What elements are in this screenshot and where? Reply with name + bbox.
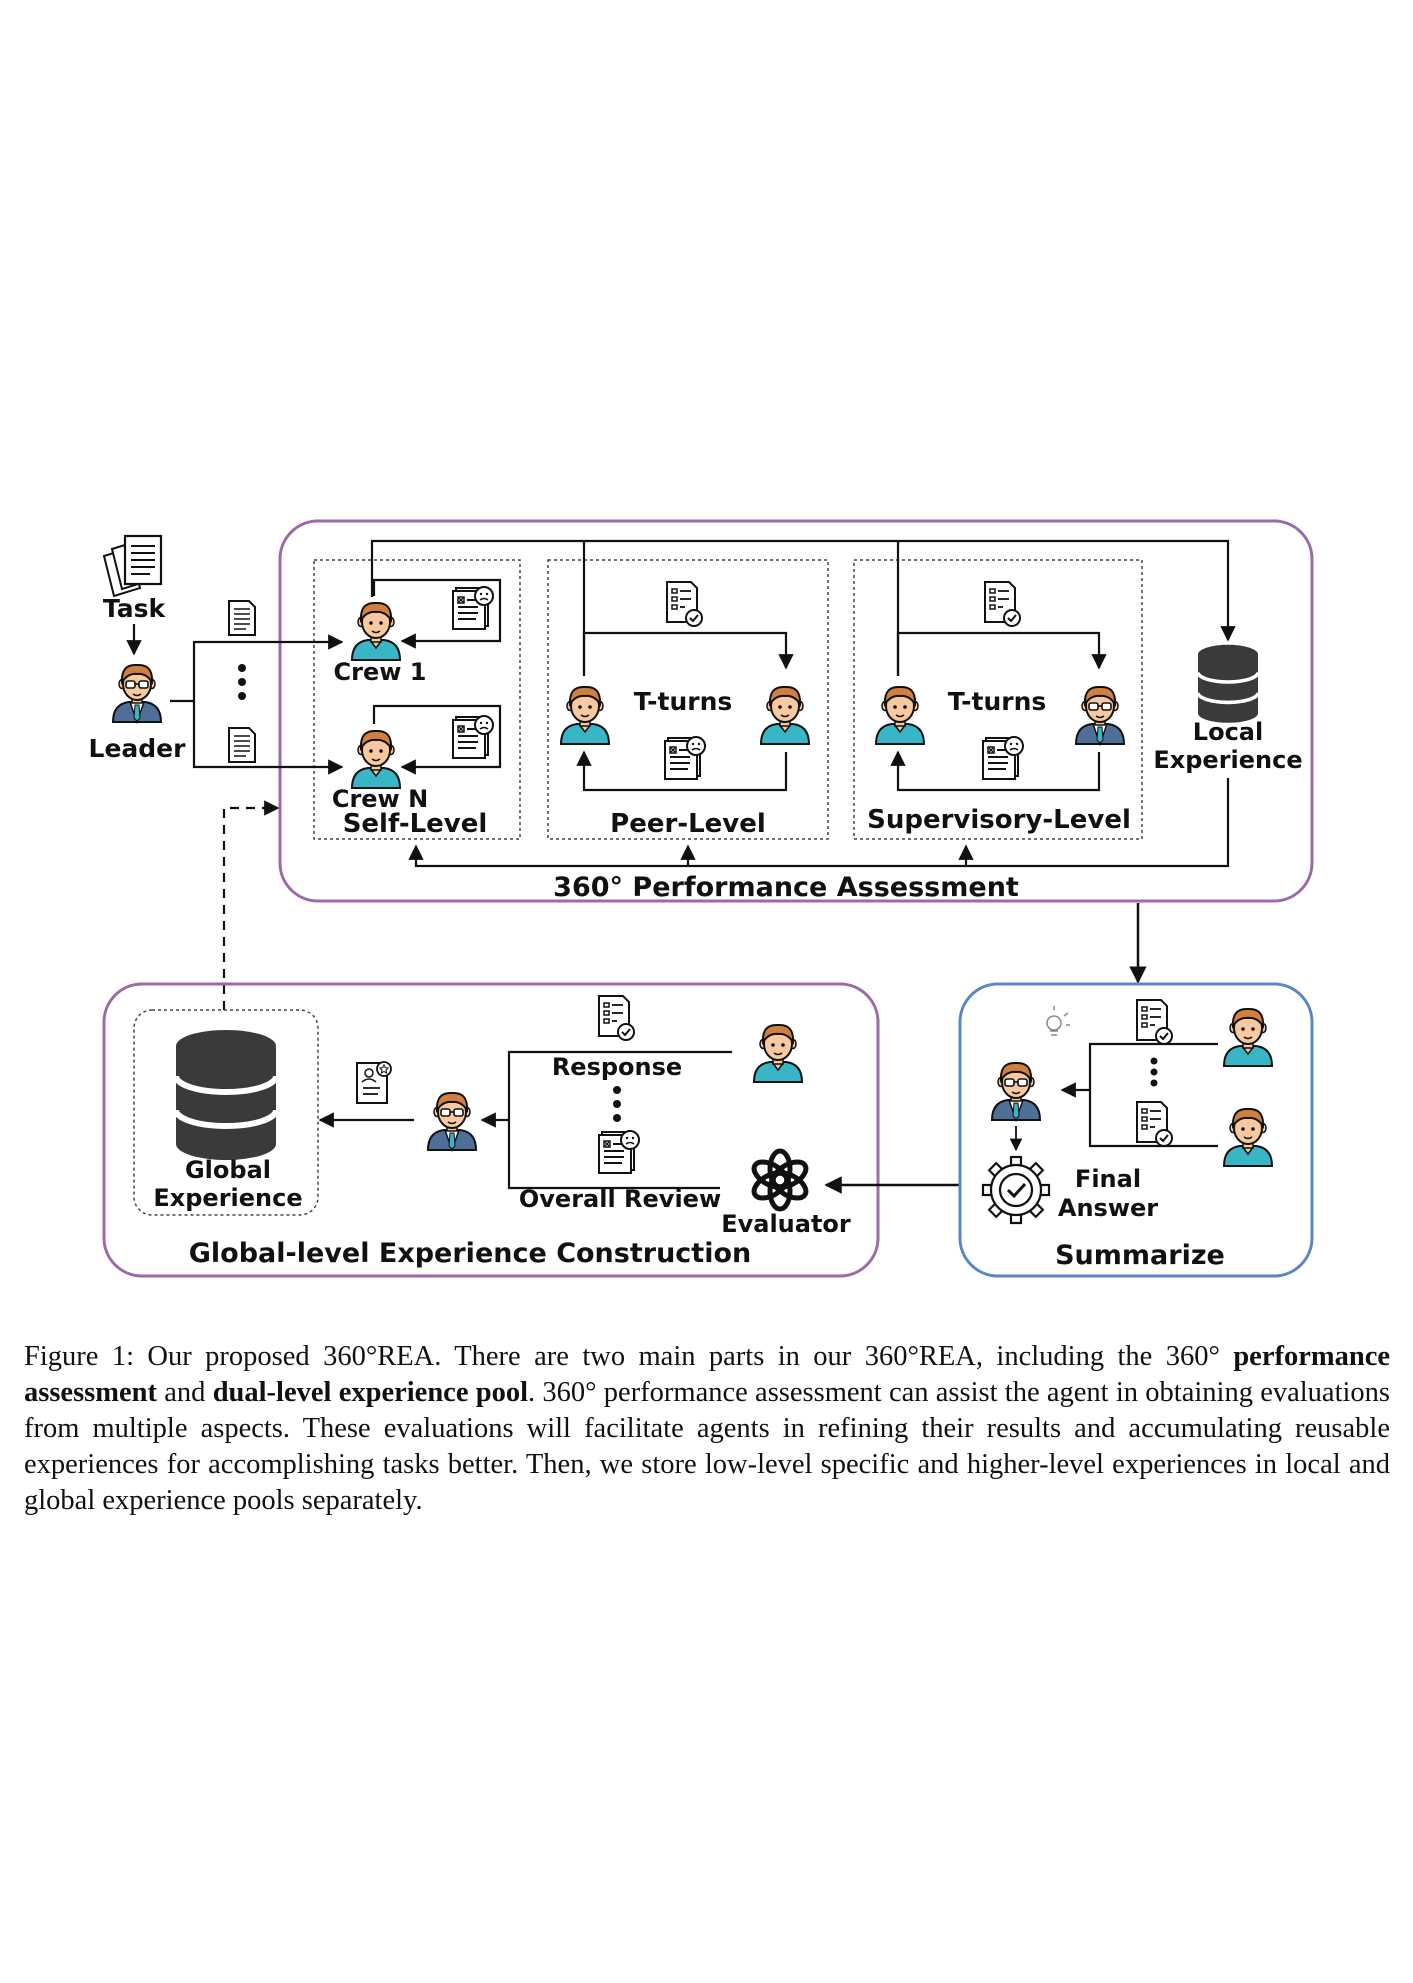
global-experience-label-line1: Global (185, 1156, 271, 1184)
ellipsis-icon (238, 664, 246, 700)
supervisory-level-label: Supervisory-Level (867, 805, 1131, 835)
supervisory-review-document-icon (982, 736, 1024, 780)
ellipsis-icon (1150, 1057, 1158, 1087)
supervisory-crew-icon (875, 685, 925, 745)
framework-figure: Task Leader Crew 1 Crew N Self-Level T-t… (89, 519, 1314, 1278)
task-documents-icon (102, 534, 163, 598)
self-review-document-icon (452, 586, 494, 630)
response-document-icon (666, 581, 703, 627)
global-construction-frame (102, 982, 880, 1278)
lightbulb-icon (1046, 1006, 1070, 1036)
profile-document-icon (356, 1061, 392, 1104)
task-label: Task (103, 594, 167, 623)
peer-review-document-icon (664, 736, 706, 780)
local-experience-label-line2: Experience (1153, 746, 1302, 774)
peer-crew-icon (760, 685, 810, 745)
summarize-title: Summarize (1055, 1240, 1225, 1271)
global-experience-box (133, 1009, 319, 1216)
self-level-label: Self-Level (343, 809, 488, 839)
crew-1-icon (351, 601, 401, 661)
response-document-icon (1136, 999, 1173, 1045)
global-experience-database-icon (176, 1030, 276, 1160)
evaluator-label: Evaluator (721, 1210, 851, 1238)
figure-caption: Figure 1: Our proposed 360°REA. There ar… (24, 1340, 1391, 1516)
response-document-icon (984, 581, 1021, 627)
crew-n-label: Crew N (332, 785, 428, 813)
peer-level-label: Peer-Level (610, 809, 766, 839)
performance-assessment-frame (278, 519, 1314, 903)
summarize-crew-icon (1223, 1007, 1273, 1067)
local-experience-label-line1: Local (1193, 718, 1263, 746)
final-answer-label-line1: Final (1075, 1165, 1141, 1193)
overall-review-document-icon (598, 1130, 640, 1174)
supervisor-icon (1075, 685, 1125, 745)
summarize-crew-icon (1223, 1107, 1273, 1167)
global-construction-title: Global-level Experience Construction (189, 1238, 751, 1269)
task-document-icon (228, 727, 256, 763)
evaluator-logo-icon (751, 1148, 809, 1212)
summarize-frame (958, 982, 1314, 1278)
response-document-icon (598, 995, 635, 1041)
local-experience-database-icon (1196, 642, 1260, 725)
response-label: Response (552, 1053, 682, 1081)
peer-crew-icon (560, 685, 610, 745)
global-experience-label-line2: Experience (153, 1184, 302, 1212)
peer-t-turns-label: T-turns (634, 687, 733, 716)
supervisory-level-box (853, 559, 1143, 840)
ellipsis-icon (613, 1086, 621, 1122)
crew-n-icon (351, 729, 401, 789)
response-crew-icon (753, 1023, 803, 1083)
self-review-document-icon (452, 715, 494, 759)
final-answer-label-line2: Answer (1058, 1194, 1158, 1222)
overall-review-label: Overall Review (519, 1185, 721, 1213)
global-leader-icon (427, 1091, 477, 1151)
leader-label: Leader (89, 734, 187, 763)
leader-icon (112, 663, 162, 723)
self-level-box (313, 559, 521, 840)
peer-level-box (547, 559, 829, 840)
crew-1-label: Crew 1 (334, 658, 427, 686)
summarize-leader-icon (991, 1061, 1041, 1121)
supervisory-t-turns-label: T-turns (948, 687, 1047, 716)
gear-check-icon (981, 1155, 1051, 1225)
performance-assessment-title: 360° Performance Assessment (553, 872, 1019, 903)
response-document-icon (1136, 1101, 1173, 1147)
task-document-icon (228, 600, 256, 636)
